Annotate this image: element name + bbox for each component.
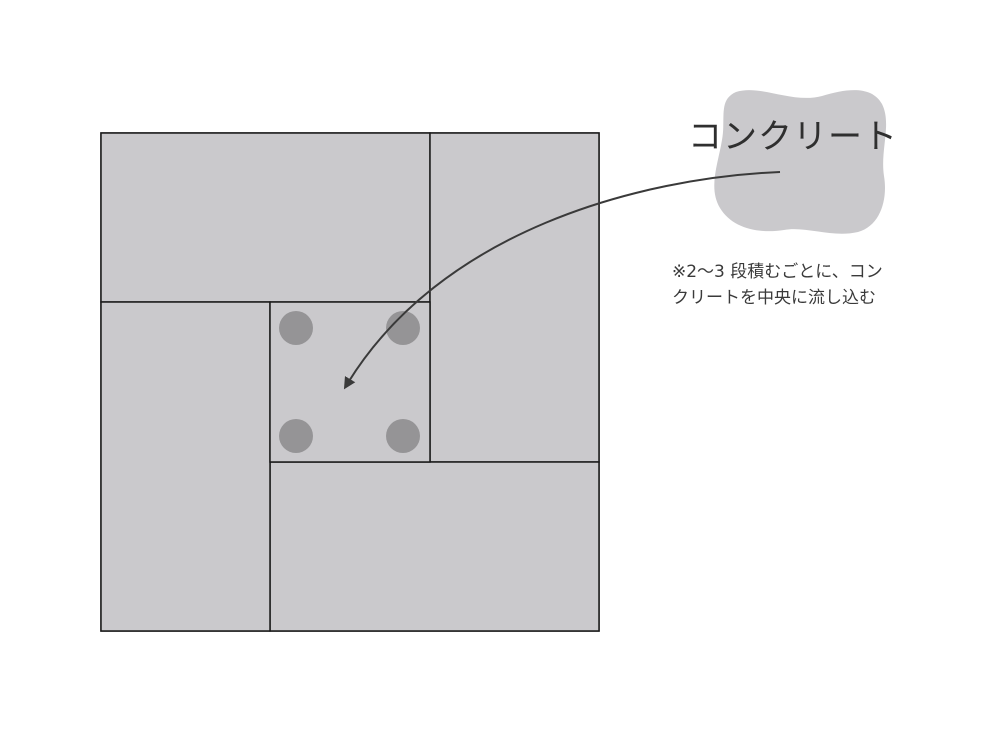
pour-arrow bbox=[343, 171, 781, 390]
concrete-label: コンクリート bbox=[688, 117, 898, 157]
rebar-dot-bottom-right bbox=[386, 419, 420, 453]
block-right bbox=[429, 132, 600, 463]
rebar-dot-bottom-left bbox=[279, 419, 313, 453]
concrete-blob bbox=[714, 90, 887, 234]
block-assembly bbox=[100, 132, 600, 632]
block-top bbox=[100, 132, 431, 303]
block-left bbox=[100, 301, 271, 632]
note-line-2: クリートを中央に流し込む bbox=[672, 288, 876, 308]
rebar-dot-top-right bbox=[386, 311, 420, 345]
rebar-dot-top-left bbox=[279, 311, 313, 345]
block-bottom bbox=[269, 461, 600, 632]
note-line-1: ※2〜3 段積むごとに、コン bbox=[672, 262, 883, 282]
